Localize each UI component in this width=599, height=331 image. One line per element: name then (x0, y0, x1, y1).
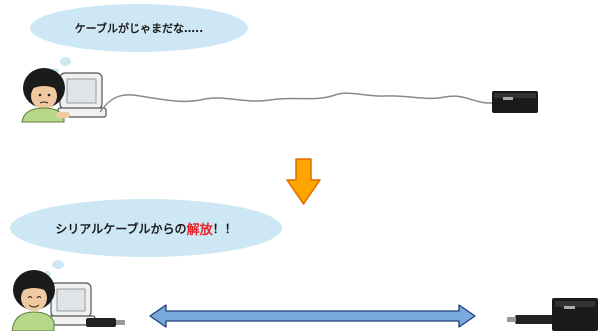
computer-icon-top (57, 72, 107, 118)
thought-text-top: ケーブルがじゃまだな….. (74, 22, 204, 35)
thought-text-bottom-suffix: ！！ (212, 221, 237, 236)
serial-cable (99, 92, 493, 113)
person-icon-top (21, 68, 70, 123)
thought-dot-top-small (52, 68, 59, 74)
thought-text-bottom-highlight: 解放 (186, 222, 213, 238)
thought-bubble-top: ケーブルがじゃまだな….. (30, 4, 248, 52)
down-arrow-icon (286, 158, 321, 205)
thought-dot-bottom-large (52, 260, 64, 269)
serial-adapter-icon-top (492, 91, 538, 113)
serial-adapter-icon-bottom (507, 298, 598, 331)
thought-text-bottom-prefix: シリアルケーブルからの (55, 221, 187, 236)
thought-dot-top-large (60, 57, 71, 66)
double-arrow-icon (149, 304, 476, 328)
thought-dot-bottom-small (44, 271, 51, 277)
pc-connector-icon (86, 318, 125, 327)
computer-icon-bottom (48, 282, 96, 326)
thought-bubble-bottom: シリアルケーブルからの解放！！ (10, 199, 282, 257)
person-icon-bottom (11, 270, 55, 331)
